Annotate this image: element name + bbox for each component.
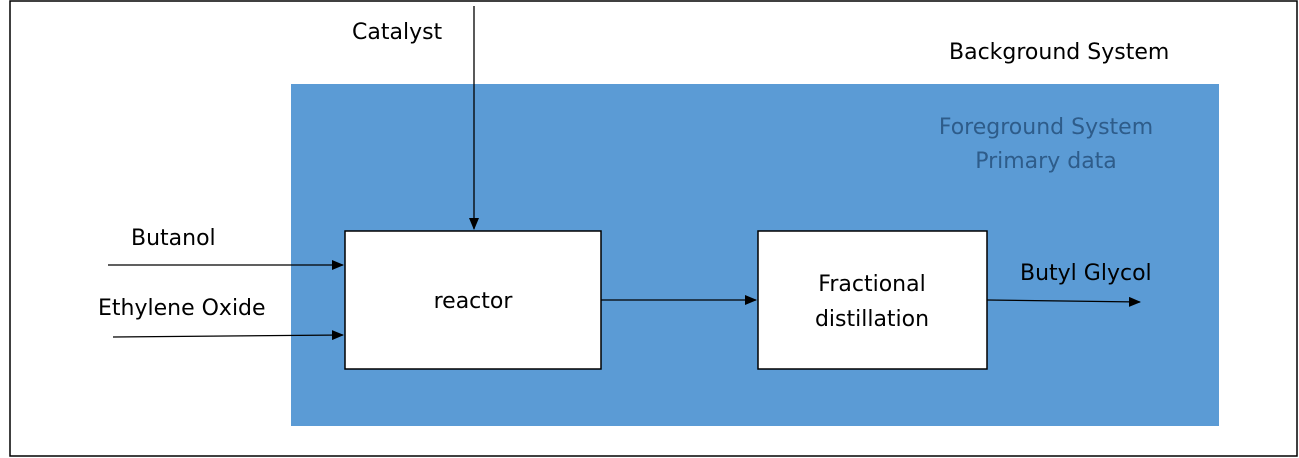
background-system-label: Background System	[949, 40, 1169, 65]
ethylene-oxide-arrow	[112, 330, 344, 341]
reactor-label: reactor	[434, 289, 514, 314]
fractional-distillation-box	[757, 230, 988, 370]
butyl-glycol-output-arrow	[986, 296, 1141, 307]
foreground-system-label: Foreground System	[939, 115, 1153, 140]
background-system-frame	[9, 0, 1298, 457]
butyl-glycol-label: Butyl Glycol	[1020, 261, 1152, 286]
catalyst-label: Catalyst	[352, 20, 443, 45]
primary-data-label: Primary data	[975, 149, 1117, 174]
butanol-label: Butanol	[131, 226, 216, 251]
reactor-box	[344, 230, 602, 370]
fractional-distillation-label-line1: Fractional	[818, 272, 925, 297]
ethylene-oxide-label: Ethylene Oxide	[98, 296, 266, 321]
fractional-distillation-label-line2: distillation	[815, 307, 929, 332]
